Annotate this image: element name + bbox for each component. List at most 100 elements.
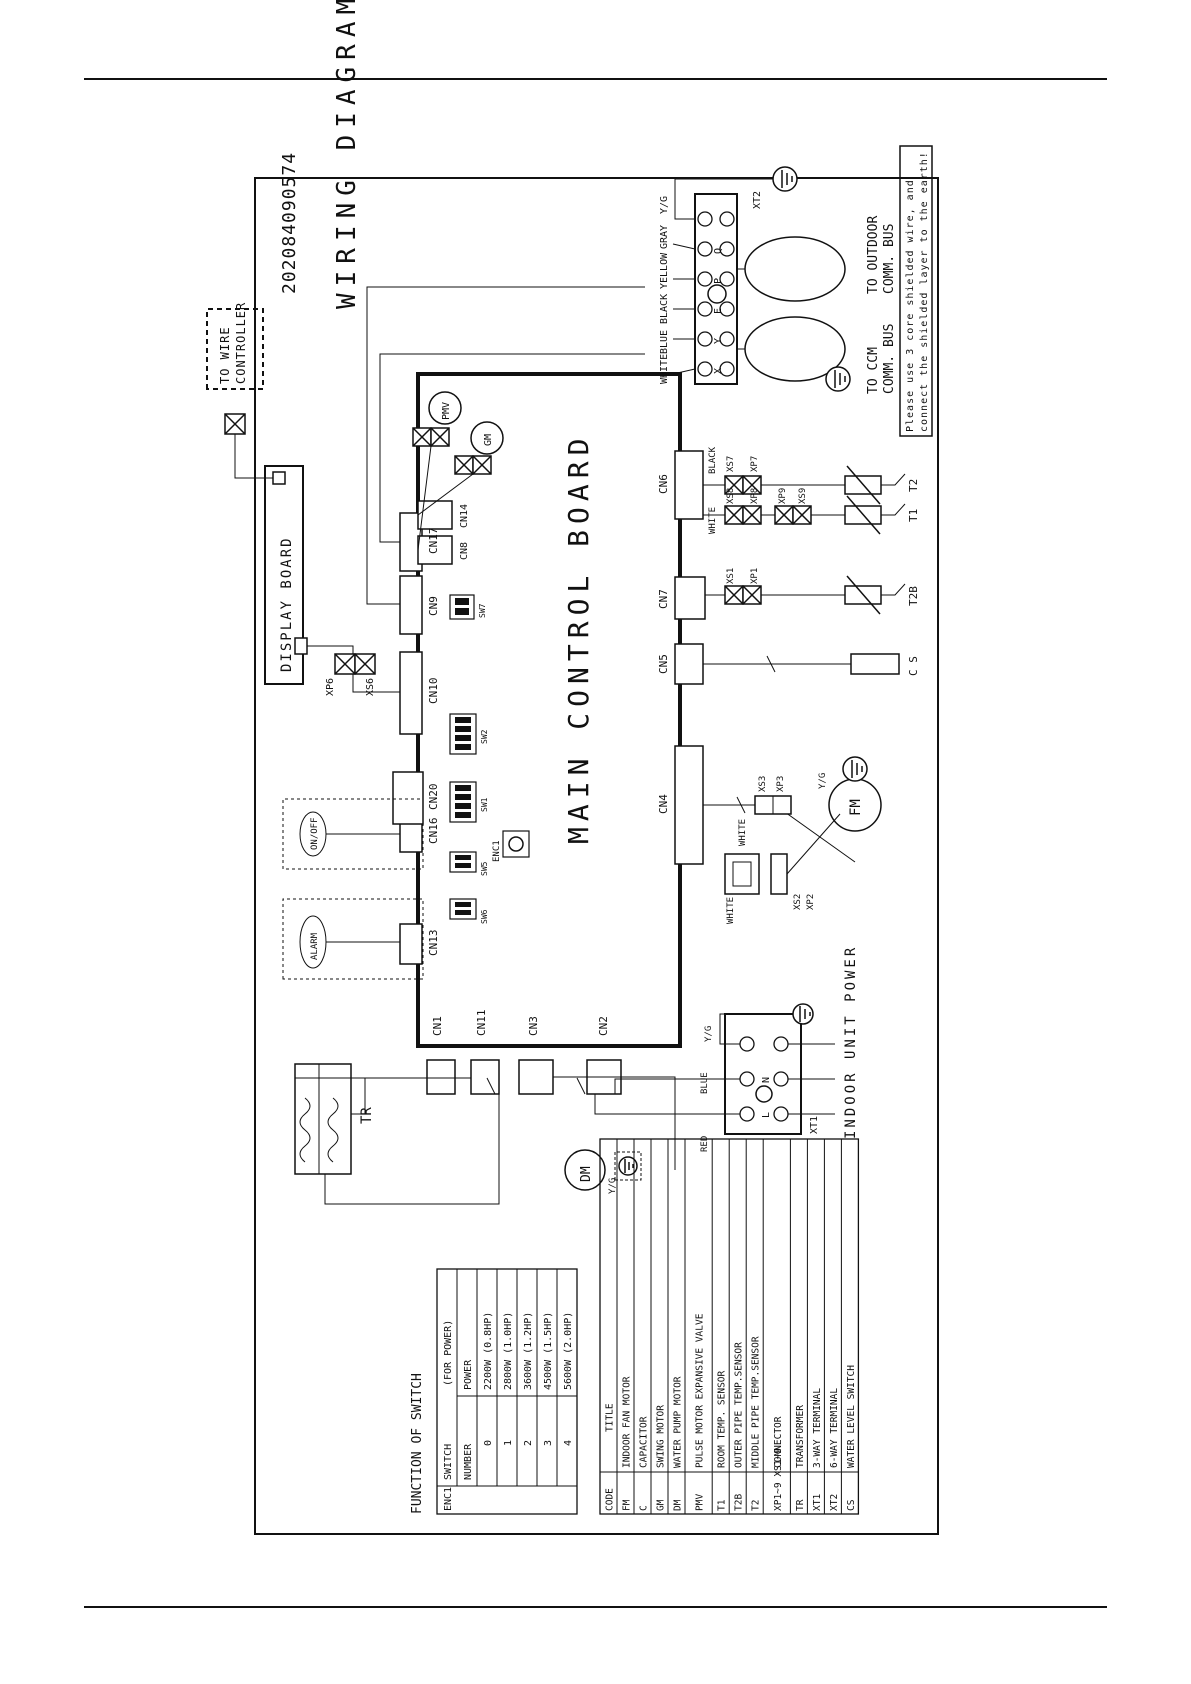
alarm-group	[282, 898, 424, 980]
onoff-group	[282, 798, 424, 870]
top-rule	[84, 78, 1107, 80]
wire-blue-xt1-label: BLUE	[700, 1072, 710, 1094]
code-table-code-cell: C	[639, 1505, 650, 1511]
xp6-label: XP6	[325, 678, 336, 696]
wire-white-c1-label: WHITE	[738, 819, 748, 846]
wire-white-label: WHITE	[659, 354, 670, 384]
t2-label: T2	[907, 479, 920, 492]
shield-note-line2: connect the shielded layer to the earth!	[919, 151, 930, 432]
sensor-plugs	[724, 475, 812, 605]
xs2-label: XS2	[793, 894, 803, 910]
shield-cable-right	[744, 236, 846, 302]
cn9-box	[399, 575, 423, 635]
cn4-box	[674, 745, 704, 865]
main-control-board	[416, 372, 682, 1048]
switch-table-frame	[436, 1268, 578, 1515]
cn13-label: CN13	[427, 930, 440, 957]
comm-ground-icon	[825, 366, 851, 392]
wire-gray-label: GRAY	[659, 225, 670, 249]
transformer-coil-1	[299, 1097, 311, 1163]
bottom-rule	[84, 1606, 1107, 1608]
fm-label: FM	[848, 799, 864, 816]
display-board-label: DISPLAY BOARD	[279, 536, 295, 672]
cn9-label: CN9	[427, 596, 440, 616]
wire-black-label: BLACK	[659, 294, 670, 324]
transformer-coil-2	[327, 1097, 339, 1163]
xs9-label: XS9	[798, 488, 808, 504]
gm-label: GM	[483, 434, 494, 446]
fm-ground-icon	[842, 756, 868, 782]
code-table-title-cell: ROOM TEMP. SENSOR	[717, 1370, 728, 1468]
switch-table-power-cell: 2200W (0.8HP)	[483, 1312, 494, 1390]
code-table-code-cell: DM	[673, 1499, 684, 1511]
xt2-letter-q: Q	[713, 248, 724, 254]
code-table-code-cell: CS	[846, 1499, 857, 1511]
power-label: INDOOR UNIT POWER	[843, 945, 859, 1139]
wire-white-t1-label: WHITE	[708, 507, 718, 534]
sw5-label: SW5	[480, 861, 489, 876]
xt2-letter-p: P	[713, 278, 724, 284]
switch-table-heading: FUNCTION OF SWITCH	[410, 1373, 425, 1514]
switch-table-header-switch: SWITCH	[443, 1444, 454, 1480]
xt1-yg-label: Y/G	[704, 1026, 714, 1042]
code-table-code-cell: TR	[795, 1499, 806, 1511]
xp1-label: XP1	[750, 568, 760, 584]
xt2-yg-label: Y/G	[659, 196, 670, 214]
thermistors	[844, 465, 882, 615]
cn4-label: CN4	[657, 794, 670, 814]
cn20-box	[392, 771, 424, 825]
cn2-label: CN2	[597, 1016, 610, 1036]
switch-table-power-cell: 4500W (1.5HP)	[543, 1312, 554, 1390]
enc1-knob	[508, 836, 524, 852]
xs1-label: XS1	[726, 568, 736, 584]
cn10-box	[399, 651, 423, 735]
dm-ground-icon	[618, 1156, 638, 1176]
code-table-title-cell: TRANSFORMER	[795, 1405, 806, 1468]
transformer	[294, 1063, 352, 1175]
cs-switch	[850, 653, 900, 675]
switch-table-number-cell: 3	[543, 1440, 554, 1446]
cn3-label: CN3	[527, 1016, 540, 1036]
cn7-box	[674, 576, 706, 620]
cn8-label: CN8	[459, 542, 470, 560]
xs8-label: XS8	[726, 488, 736, 504]
code-table-header-title: TITLE	[605, 1403, 616, 1432]
wire-black-t2-label: BLACK	[708, 446, 718, 474]
xp3-label: XP3	[776, 776, 786, 792]
switch-table-power-cell: 5600W (2.0HP)	[563, 1312, 574, 1390]
dm-yg-label: Y/G	[608, 1178, 618, 1194]
cn13-box	[399, 923, 423, 965]
capacitor	[724, 853, 760, 895]
xt2-letter-e: E	[713, 308, 724, 314]
code-table-code-cell: XT1	[812, 1494, 823, 1511]
cs-label: C S	[907, 656, 920, 676]
cn6-box	[674, 450, 704, 520]
rotated-drawing: MAIN CONTROL BOARD CN13 CN16 CN20 CN10 C…	[206, 0, 933, 1205]
xt1-label: XT1	[809, 1116, 820, 1134]
code-table-title-cell: OUTER PIPE TEMP.SENSOR	[734, 1342, 745, 1468]
xt2-ground-wire	[674, 178, 775, 220]
wire-controller-box	[206, 308, 264, 390]
dm-ground-box	[614, 1151, 642, 1181]
shield-note-box	[899, 145, 933, 437]
cn9-wire	[366, 286, 645, 605]
xt1-letter-n: N	[761, 1077, 772, 1083]
comm-left-line1: TO CCM	[866, 347, 881, 394]
code-table-header-code: CODE	[605, 1488, 616, 1511]
code-table-title-cell: WATER LEVEL SWITCH	[846, 1365, 857, 1468]
xp8-label: XP8	[750, 488, 760, 504]
xt2-letter-y: Y	[713, 338, 724, 344]
t1-label: T1	[907, 509, 920, 522]
wire-controller-line2: CONTROLLER	[234, 302, 248, 384]
document-id: 202084090574	[279, 152, 300, 294]
cn17-wire	[379, 353, 645, 543]
switch-table-header-power: POWER	[463, 1359, 474, 1390]
cn20-label: CN20	[427, 784, 440, 811]
switch-table-power-cell: 2800W (1.0HP)	[503, 1312, 514, 1390]
diagram-title: WIRING DIAGRAMING	[332, 0, 362, 309]
xt1-letter-l: L	[761, 1112, 772, 1118]
shield-note-line1: Please use 3 core shielded wire, and	[905, 179, 916, 432]
xp2-label: XP2	[806, 894, 816, 910]
